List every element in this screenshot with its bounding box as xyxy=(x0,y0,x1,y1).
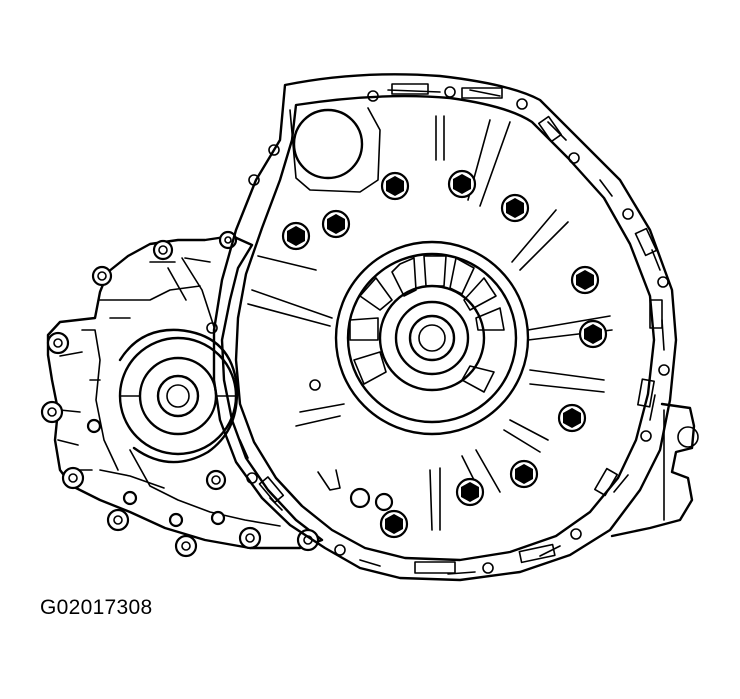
rear-housing xyxy=(46,234,324,550)
marked-bolt xyxy=(578,319,608,349)
marked-bolt xyxy=(455,477,485,507)
case-ribs xyxy=(206,115,613,531)
bolt-outline xyxy=(238,526,262,550)
marked-bolt xyxy=(281,221,311,251)
figure-code: G02017308 xyxy=(40,596,153,619)
marked-bolt xyxy=(380,171,410,201)
starter-opening xyxy=(289,107,381,193)
input-hub xyxy=(334,240,530,436)
bolt-outline xyxy=(152,239,174,261)
marked-bolt xyxy=(557,403,587,433)
marked-bolt xyxy=(509,459,539,489)
output-shaft xyxy=(118,336,238,456)
bolt-outline xyxy=(40,400,64,424)
bolt-outline xyxy=(61,466,85,490)
marked-bolts xyxy=(281,169,608,539)
bell-housing xyxy=(212,73,678,582)
marked-bolt xyxy=(570,265,600,295)
marked-bolt xyxy=(447,169,477,199)
misc-fasteners xyxy=(86,418,394,528)
bolt-outline xyxy=(174,534,198,558)
bolt-outline xyxy=(296,528,320,552)
marked-bolt xyxy=(500,193,530,223)
bolt-outline xyxy=(106,508,130,532)
side-cover xyxy=(610,402,699,538)
marked-bolt xyxy=(379,509,409,539)
marked-bolt xyxy=(321,209,351,239)
bolt-outline xyxy=(46,331,70,355)
bolt-outline xyxy=(91,265,113,287)
rear-housing-bolts xyxy=(40,230,320,558)
